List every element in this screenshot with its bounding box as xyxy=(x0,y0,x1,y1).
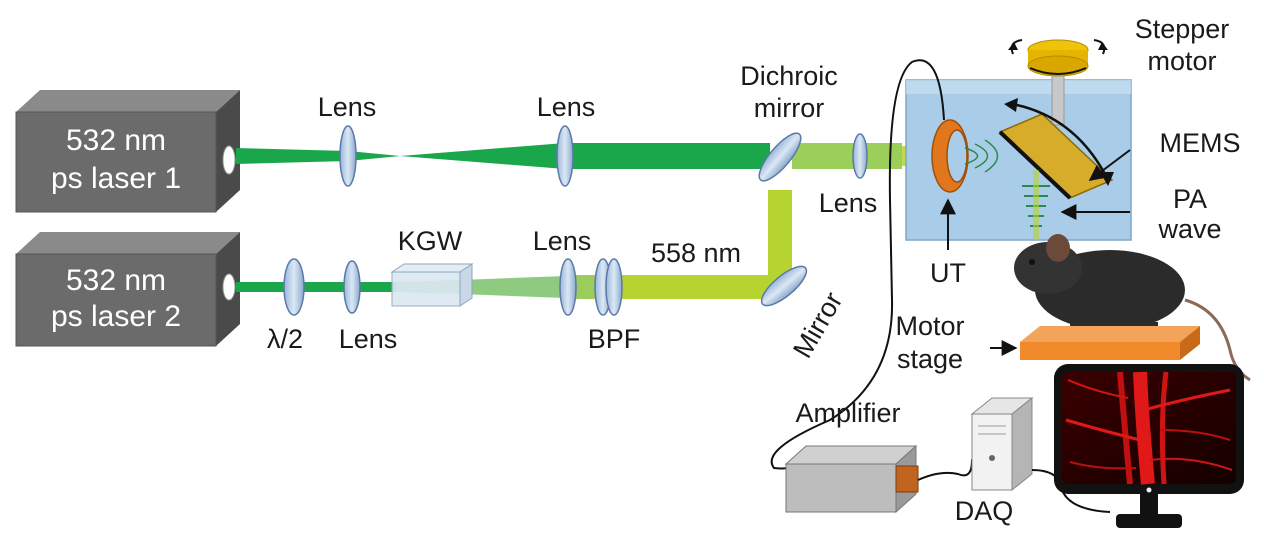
mems-label: MEMS xyxy=(1160,128,1241,158)
mems-mirror xyxy=(998,98,1114,200)
amplifier xyxy=(784,444,919,514)
kgw-label: KGW xyxy=(398,226,463,256)
lens-top-2 xyxy=(556,125,574,187)
mems-arrow xyxy=(1088,149,1131,181)
stepper-label-line-1: Stepper xyxy=(1135,14,1230,44)
stepper-label-line-2: motor xyxy=(1147,46,1216,76)
laser-1: 532 nm ps laser 1 xyxy=(15,90,240,213)
pa-wave xyxy=(1022,170,1050,240)
dichroic-label-line-2: mirror xyxy=(754,93,824,123)
laser-1-name: ps laser 1 xyxy=(51,162,181,195)
lens-top-1-label: Lens xyxy=(318,92,377,122)
motor-stage xyxy=(1020,326,1200,360)
wavelength-label: 558 nm xyxy=(651,238,741,268)
half-wave-plate xyxy=(283,258,305,316)
laser-1-wavelength: 532 nm xyxy=(66,124,166,157)
signal-cable xyxy=(770,59,945,470)
kgw-crystal xyxy=(390,263,474,307)
ultrasound-transducer xyxy=(931,119,999,193)
band-pass-filter xyxy=(594,258,623,316)
monitor xyxy=(1054,364,1244,528)
lens-bottom-2-label: Lens xyxy=(533,226,592,256)
laser-2: 532 nm ps laser 2 xyxy=(15,232,240,347)
motor-stage-label-line-1: Motor xyxy=(895,311,964,341)
pa-label-line-2: wave xyxy=(1157,214,1221,244)
lens-top-1 xyxy=(339,125,357,187)
daq-computer xyxy=(970,396,1034,492)
amp-daq-cable xyxy=(917,451,977,481)
lens-bottom-1 xyxy=(343,260,361,314)
bpf-label: BPF xyxy=(588,324,641,354)
lens-right-label: Lens xyxy=(819,188,878,218)
dichroic-label-line-1: Dichroic xyxy=(740,61,838,91)
pa-label-line-1: PA xyxy=(1173,184,1207,214)
laser-2-wavelength: 532 nm xyxy=(66,264,166,297)
lens-bottom-1-label: Lens xyxy=(339,324,398,354)
laser-2-name: ps laser 2 xyxy=(51,300,181,333)
motor-stage-label-line-2: stage xyxy=(897,344,963,374)
daq-label: DAQ xyxy=(955,496,1014,526)
lens-bottom-2 xyxy=(559,258,577,316)
mirror-label: Mirror xyxy=(787,287,848,363)
lens-right xyxy=(852,133,868,179)
ut-label: UT xyxy=(930,258,966,288)
dichroic-mirror xyxy=(758,132,802,182)
half-wave-label: λ/2 xyxy=(267,324,303,354)
mirror xyxy=(760,265,808,307)
vessel-image xyxy=(1065,371,1233,485)
lens-top-2-label: Lens xyxy=(537,92,596,122)
amplifier-label: Amplifier xyxy=(795,398,900,428)
stepper-motor xyxy=(1008,39,1108,126)
mouse xyxy=(1014,234,1251,382)
beam-path-laser-1 xyxy=(236,143,770,169)
